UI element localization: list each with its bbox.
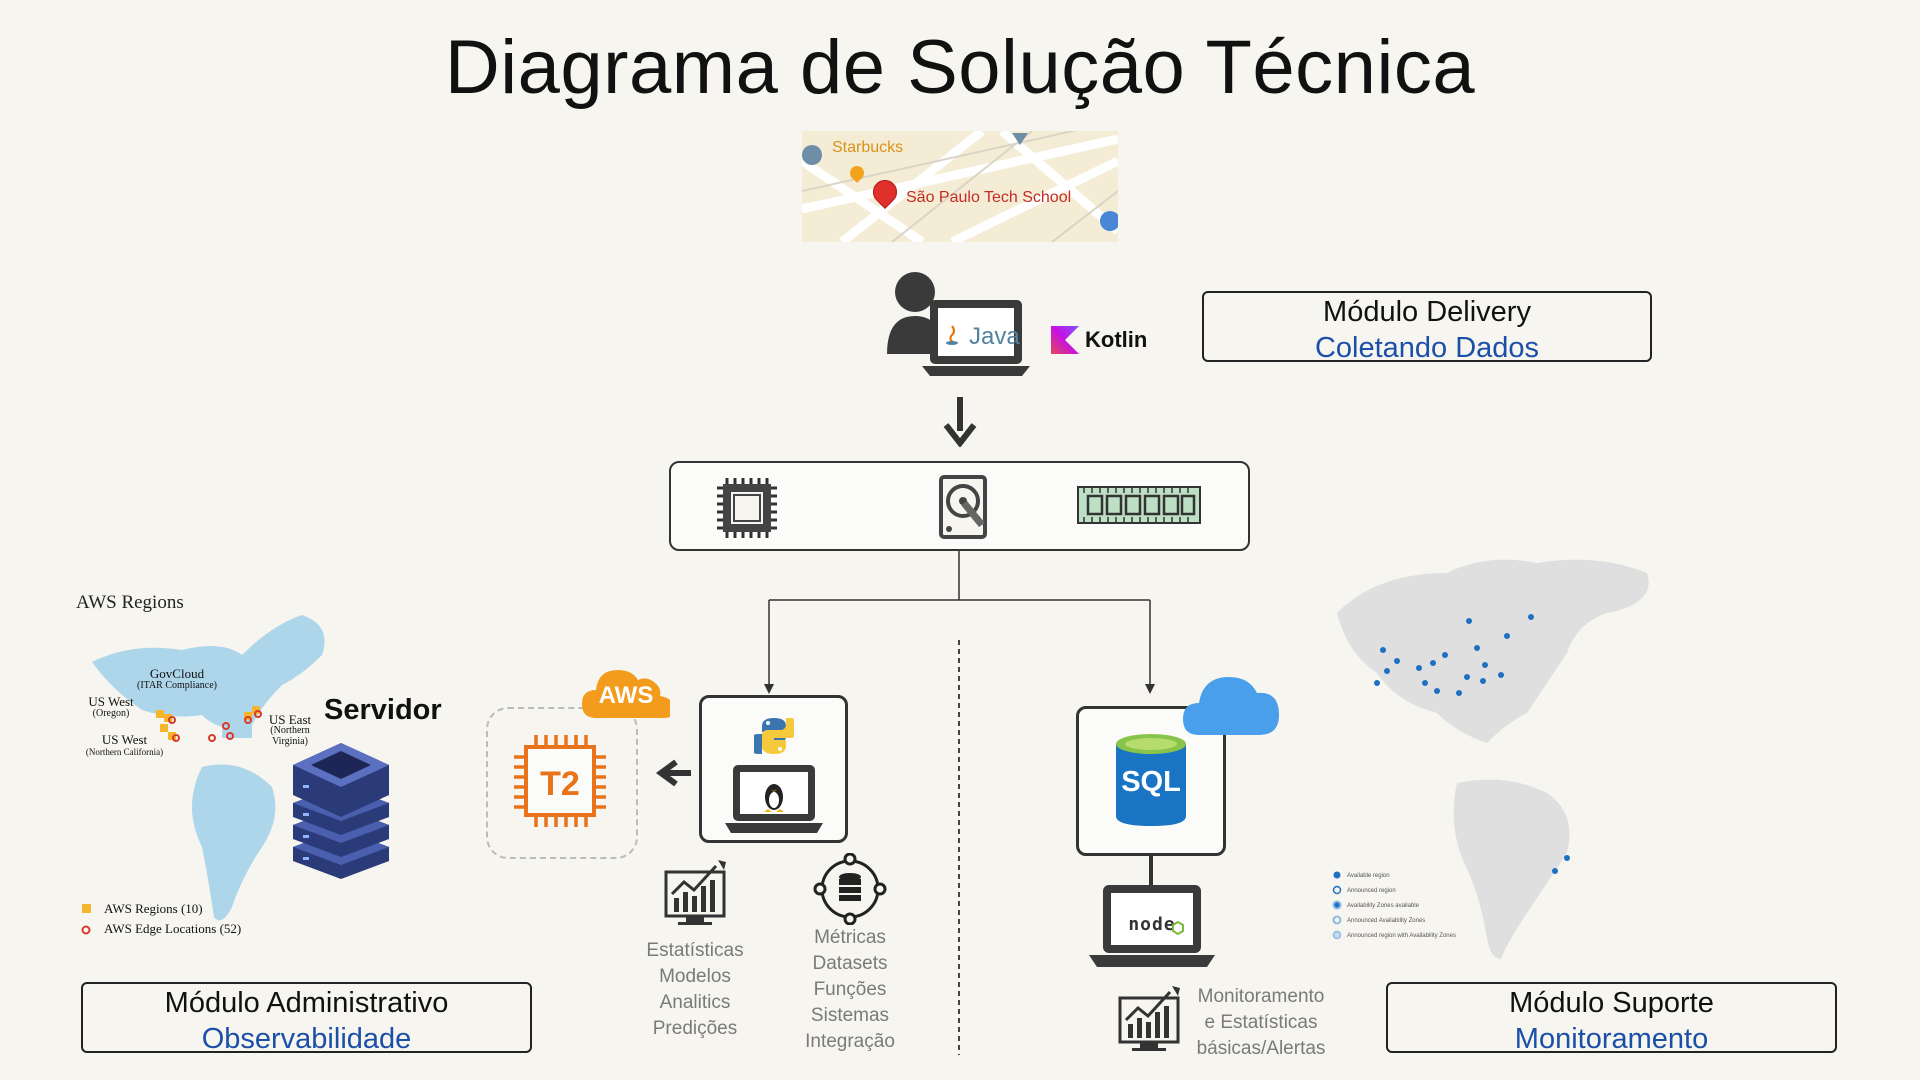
map-marker-icon	[1012, 133, 1028, 145]
module-admin-title: Módulo Administrativo	[164, 987, 449, 1019]
azure-world-map	[1327, 553, 1649, 965]
module-support[interactable]: Módulo Suporte Monitoramento	[1386, 982, 1837, 1055]
aws-label-govcloud: GovCloud (ITAR Compliance)	[122, 666, 232, 692]
map-pin-icon	[802, 145, 822, 165]
page-title: Diagrama de Solução Técnica	[444, 25, 1476, 110]
module-delivery[interactable]: Módulo Delivery Coletando Dados	[1202, 291, 1652, 364]
aws-label-us-west-oregon-sub: (Oregon)	[92, 708, 130, 719]
aws-edge-legend-icon	[81, 925, 91, 935]
ram-memory-icon	[1077, 486, 1201, 524]
monitoring-chart-icon	[1118, 986, 1180, 1051]
aws-label-us-east-sub-1: (Northern	[270, 725, 310, 736]
module-admin-subtitle: Observabilidade	[201, 1023, 412, 1055]
text-estatisticas: Estatísticas	[646, 940, 744, 961]
module-admin[interactable]: Módulo Administrativo Observabilidade	[81, 982, 532, 1055]
node-label: node	[1128, 914, 1176, 935]
kotlin-label: Kotlin	[1085, 327, 1148, 352]
aws-cloud-icon	[582, 670, 670, 718]
aws-label-us-east-sub-2: Virginia)	[272, 736, 308, 747]
arrow-down-icon	[943, 397, 977, 447]
azure-legend-item: Announced region with Availability Zones	[1347, 933, 1456, 939]
aws-region-markers	[81, 706, 262, 935]
text-alertas: básicas/Alertas	[1196, 1038, 1326, 1059]
aws-label-us-west-california-name: US West	[101, 732, 148, 747]
text-modelos: Modelos	[659, 966, 731, 987]
aws-label-us-west-california-sub: (Northern California)	[85, 747, 164, 757]
text-integracao: Integração	[805, 1031, 895, 1052]
text-metricas: Métricas	[814, 927, 886, 948]
module-support-subtitle: Monitoramento	[1514, 1023, 1709, 1055]
t2-label: T2	[540, 765, 580, 803]
text-datasets: Datasets	[812, 953, 888, 974]
module-delivery-title: Módulo Delivery	[1323, 296, 1531, 328]
cloud-icon	[1183, 677, 1279, 735]
aws-ec2-box[interactable]	[486, 707, 638, 859]
python-stack-text: Estatísticas Modelos Analitics Predições	[624, 938, 766, 1042]
azure-legend-item: Availability Zones available	[1347, 903, 1419, 909]
analytics-chart-icon	[664, 860, 726, 925]
map-pin-icon	[1100, 211, 1118, 231]
module-support-title: Módulo Suporte	[1509, 987, 1714, 1019]
aws-label-us-west-oregon: US West (Oregon)	[76, 694, 146, 720]
text-sistemas: Sistemas	[810, 1005, 890, 1026]
aws-regions-map: AWS Regions GovCloud (ITAR Compliance) U…	[72, 592, 352, 942]
aws-legend-regions: AWS Regions (10)	[104, 901, 203, 916]
aws-label-us-east-name: US East	[268, 712, 312, 727]
sql-label: SQL	[1121, 766, 1181, 798]
aws-label-us-west-california: US West (Northern California)	[72, 732, 177, 758]
map-poi-starbucks[interactable]: Starbucks	[832, 139, 904, 156]
python-icon	[754, 718, 794, 754]
server-label: Servidor	[324, 694, 442, 726]
azure-legend-item: Announced region	[1347, 888, 1396, 894]
cpu-icon	[717, 478, 777, 538]
aws-map-title: AWS Regions	[76, 592, 184, 613]
aws-label-us-east: US East (Northern Virginia)	[260, 712, 320, 747]
java-label: Java	[969, 323, 1020, 350]
text-estatisticas-basicas: e Estatísticas	[1204, 1012, 1318, 1033]
aws-legend-edge: AWS Edge Locations (52)	[104, 921, 242, 936]
db-stack-text: Métricas Datasets Funções Sistemas Integ…	[785, 925, 915, 1055]
azure-legend-item: Available region	[1347, 873, 1390, 879]
ec2-chip-icon	[514, 735, 606, 827]
map-poi-school[interactable]: São Paulo Tech School	[906, 189, 1072, 206]
hard-disk-icon	[939, 475, 987, 539]
azure-regions-map: Available region Announced region Availa…	[1327, 553, 1649, 965]
server-stack-icon	[293, 743, 389, 879]
kotlin-icon	[1051, 326, 1079, 354]
sql-database-icon	[1116, 734, 1186, 826]
aws-region-legend-icon	[82, 904, 91, 913]
aws-badge-label: AWS	[598, 682, 654, 709]
arrow-left-icon	[655, 759, 691, 787]
user-laptop-icon	[887, 272, 1030, 376]
monitor-text: Monitoramento e Estatísticas básicas/Ale…	[1190, 984, 1332, 1062]
text-predicoes: Predições	[652, 1018, 738, 1039]
module-delivery-subtitle: Coletando Dados	[1314, 332, 1540, 364]
aws-label-govcloud-sub: (ITAR Compliance)	[136, 680, 217, 691]
node-hex-icon	[1172, 921, 1184, 935]
laptop-node-icon	[1089, 885, 1215, 967]
database-network-icon	[813, 853, 887, 925]
location-map[interactable]: Starbucks São Paulo Tech School	[802, 131, 1118, 242]
client-icon: Java	[885, 268, 1035, 380]
aws-label-us-west-oregon-name: US West	[88, 694, 134, 709]
kotlin-logo: Kotlin	[1051, 325, 1147, 355]
azure-legend: Available region Announced region Availa…	[1347, 869, 1456, 944]
java-icon	[945, 324, 959, 346]
map-streets	[802, 131, 1118, 242]
laptop-linux-icon	[725, 765, 823, 833]
aws-world-map	[92, 615, 325, 921]
azure-legend-item: Announced Availability Zones	[1347, 918, 1426, 924]
text-monitoramento: Monitoramento	[1197, 986, 1325, 1007]
text-analitics: Analitics	[659, 992, 731, 1013]
aws-label-govcloud-name: GovCloud	[149, 666, 205, 681]
text-funcoes: Funções	[813, 979, 887, 1000]
